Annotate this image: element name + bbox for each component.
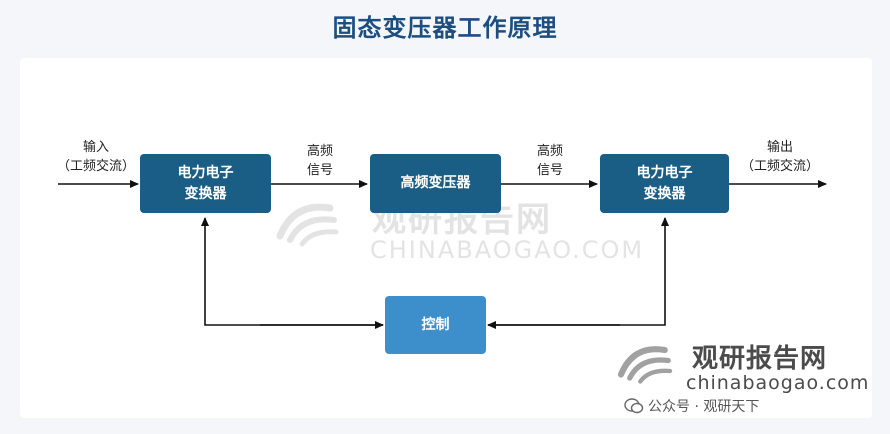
watermark-social-text: 公众号 · 观研天下	[648, 399, 760, 415]
diagram-panel	[20, 58, 872, 418]
wechat-icon	[624, 398, 644, 414]
watermark-logo-icon	[276, 203, 339, 247]
feedback-to-right-converter	[488, 217, 669, 326]
watermark-corner: 观研报告网 chinabaogao.com 公众号 · 观研天下	[608, 336, 878, 426]
watermark-center-en: CHINABAOGAO.COM	[370, 236, 645, 264]
diagram-title: 固态变压器工作原理	[332, 14, 558, 42]
hf-signal-label-1: 高频 信号	[306, 144, 333, 178]
power-converter-right: 电力电子 变换器	[600, 154, 729, 213]
hf-transformer-box: 高频变压器	[370, 154, 501, 213]
output-label: 输出 （工频交流）	[740, 140, 819, 174]
input-label: 输入 （工频交流）	[56, 140, 135, 174]
control-box: 控制	[385, 296, 486, 354]
watermark-corner-logo-icon	[617, 346, 673, 384]
watermark-social: 公众号 · 观研天下	[624, 396, 759, 416]
watermark-corner-en: chinabaogao.com	[686, 372, 870, 394]
feedback-to-left-converter	[201, 217, 383, 326]
power-converter-left: 电力电子 变换器	[140, 154, 271, 213]
watermark-corner-cn: 观研报告网	[692, 344, 828, 374]
hf-signal-label-2: 高频 信号	[536, 144, 563, 178]
